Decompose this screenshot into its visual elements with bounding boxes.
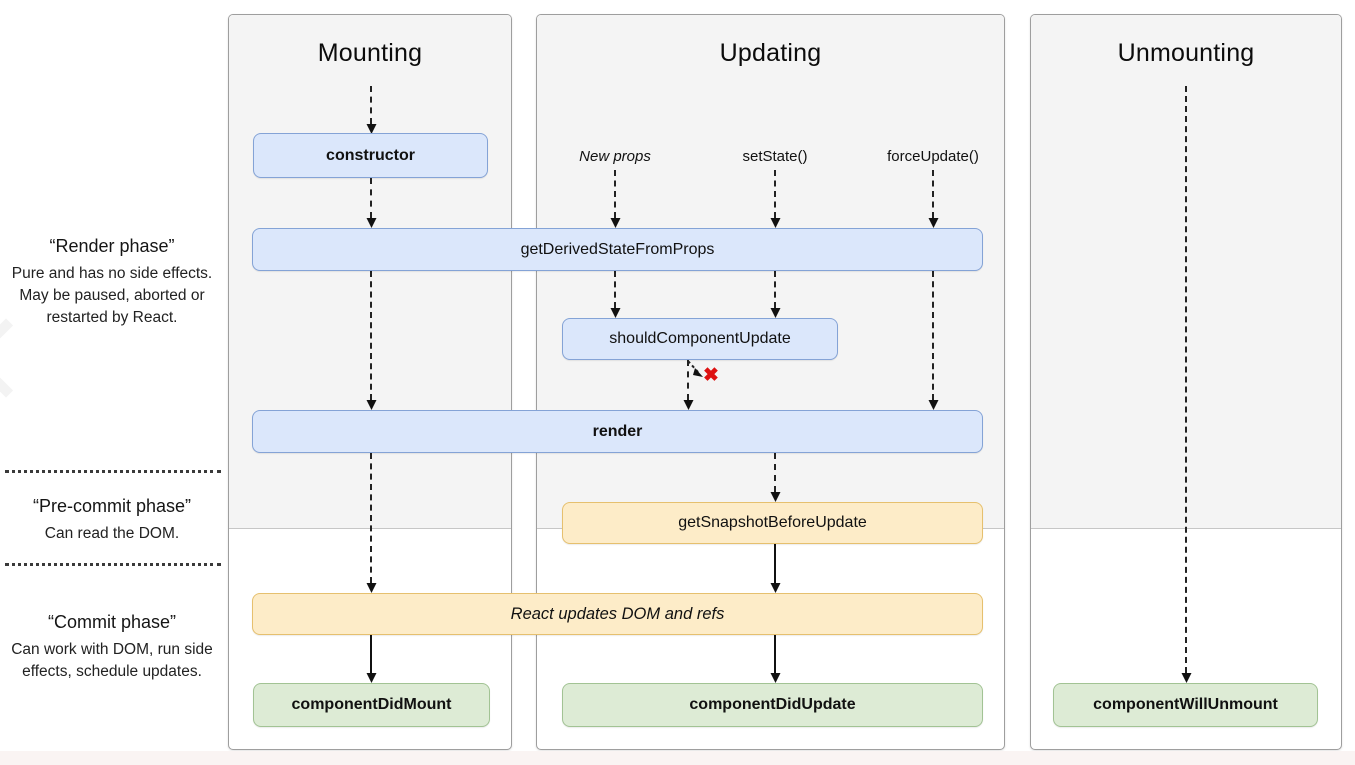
setstate-trigger-label: setState() (742, 148, 808, 165)
dashed-arrow (370, 453, 372, 583)
arrowhead-icon (366, 673, 377, 683)
arrowhead-icon (928, 218, 939, 228)
bottom-strip (0, 751, 1355, 765)
arrowhead-icon (770, 308, 781, 318)
dashed-arrow (932, 271, 934, 400)
arrowhead-icon (366, 218, 377, 228)
solid-arrow (774, 544, 776, 583)
dashed-arrow (370, 178, 372, 218)
render-node: render (252, 410, 983, 453)
react-updates-dom-node: React updates DOM and refs (252, 593, 983, 635)
dotted-separator (5, 563, 221, 566)
arrowhead-icon (770, 492, 781, 502)
dashed-arrow (774, 271, 776, 308)
pre-commit-phase-description: Can read the DOM. (44, 525, 180, 542)
solid-arrow (774, 635, 776, 673)
arrowhead-icon (770, 583, 781, 593)
solid-arrow (370, 635, 372, 673)
dashed-arrow (1185, 86, 1187, 673)
dashed-arrow (932, 170, 934, 218)
updating-column: Updating (536, 14, 1005, 750)
cancel-x-icon: ✖ (703, 365, 719, 386)
pre-commit-phase-title: “Pre-commit phase” (32, 496, 192, 516)
arrowhead-icon (1181, 673, 1192, 683)
dashed-arrow (687, 360, 689, 400)
arrowhead-icon (683, 400, 694, 410)
componentdidmount-node: componentDidMount (253, 683, 490, 727)
arrowhead-icon (610, 218, 621, 228)
commit-phase-label: “Commit phase” Can work with DOM, run si… (6, 612, 218, 683)
pre-commit-phase-label: “Pre-commit phase” Can read the DOM. (6, 496, 218, 545)
arrowhead-icon (770, 673, 781, 683)
arrowhead-icon (366, 583, 377, 593)
dotted-separator (5, 470, 221, 473)
render-phase-description: Pure and has no side effects. May be pau… (11, 265, 213, 326)
dashed-arrow (370, 86, 372, 124)
arrowhead-icon (928, 400, 939, 410)
new-props-trigger-label: New props (579, 148, 651, 165)
commit-phase-title: “Commit phase” (47, 612, 177, 632)
forceupdate-trigger-label: forceUpdate() (887, 148, 979, 165)
cancel-branch-arrow (687, 360, 703, 377)
commit-phase-description: Can work with DOM, run side effects, sch… (11, 641, 213, 680)
componentdidupdate-node: componentDidUpdate (562, 683, 983, 727)
unmounting-column-title: Unmounting (1117, 39, 1255, 67)
dashed-arrow (614, 271, 616, 308)
constructor-node: constructor (253, 133, 488, 178)
arrowhead-icon (610, 308, 621, 318)
arrowhead-icon (366, 124, 377, 134)
render-phase-label: “Render phase” Pure and has no side effe… (6, 236, 218, 329)
shouldcomponentupdate-node: shouldComponentUpdate (562, 318, 838, 360)
updating-column-title: Updating (719, 39, 822, 67)
dashed-arrow (774, 453, 776, 492)
mounting-column-title: Mounting (317, 39, 423, 67)
getsnapshotbeforeupdate-node: getSnapshotBeforeUpdate (562, 502, 983, 544)
dashed-arrow (614, 170, 616, 218)
arrowhead-icon (366, 400, 377, 410)
watermark-chevron-icon (0, 318, 46, 398)
componentwillunmount-node: componentWillUnmount (1053, 683, 1318, 727)
getderivedstatefromprops-node: getDerivedStateFromProps (252, 228, 983, 271)
render-phase-title: “Render phase” (49, 236, 175, 256)
dashed-arrow (370, 271, 372, 400)
arrowhead-icon (770, 218, 781, 228)
dashed-arrow (774, 170, 776, 218)
